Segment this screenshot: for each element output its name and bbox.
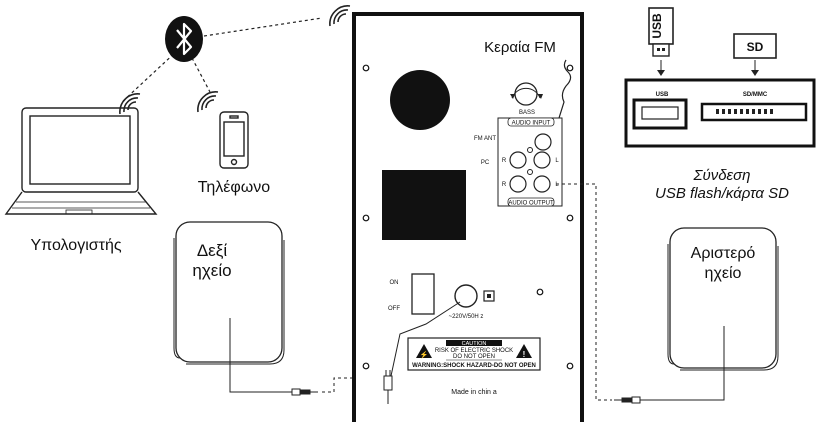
left-speaker-label-2: ηχείο — [705, 265, 742, 282]
right-speaker-label-2: ηχείο — [192, 261, 231, 280]
output-r-jack[interactable] — [509, 175, 527, 193]
on-label: ON — [390, 280, 399, 286]
left-speaker-cable — [556, 183, 725, 404]
input-l-label: L — [555, 158, 559, 164]
svg-text:!: ! — [523, 350, 526, 359]
usb-stick-label: USB — [650, 13, 664, 39]
phone-label: Τηλέφωνο — [198, 179, 271, 196]
fm-ant-jack[interactable] — [534, 133, 552, 151]
sd-card-label: SD — [747, 40, 764, 54]
pc-label: PC — [481, 160, 490, 166]
io-plate — [497, 117, 563, 207]
left-speaker: Αριστερό ηχείο — [667, 227, 779, 371]
audio-output-label: AUDIO OUTPUT — [508, 201, 554, 207]
computer-label: Υπολογιστής — [30, 237, 121, 254]
vent-opening — [382, 170, 466, 240]
caution-line-2: DO NOT OPEN — [453, 354, 495, 360]
laptop-icon — [4, 107, 158, 215]
caution-warning: WARNING:SHOCK HAZARD-DO NOT OPEN — [412, 363, 536, 369]
wireless-links — [121, 17, 323, 103]
fm-antenna-label: Κεραία FM — [484, 39, 556, 56]
output-l-jack[interactable] — [533, 175, 551, 193]
input-r-label: R — [502, 158, 507, 164]
output-l-label: L — [555, 182, 559, 188]
caution-title: CAUTION — [462, 341, 487, 347]
bluetooth-icon — [165, 16, 203, 62]
signal-arcs — [119, 5, 351, 115]
amplifier-back-panel: Κεραία FM BASS AUDIO INPUT FM ANT PC R L… — [352, 12, 584, 422]
audio-input-label: AUDIO INPUT — [512, 121, 551, 127]
fm-ant-label: FM ANT — [474, 136, 496, 142]
bass-knob[interactable] — [510, 82, 543, 106]
fm-antenna-wire — [553, 59, 572, 135]
usb-sd-module: USB SD USB SD/MMC — [624, 7, 816, 148]
power-rating-label: ~220V/50H z — [449, 314, 484, 320]
off-label: OFF — [388, 306, 400, 312]
made-in-label: Made in chin a — [451, 389, 497, 396]
svg-text:⚡: ⚡ — [420, 350, 429, 359]
usb-sd-caption-2: USB flash/κάρτα SD — [655, 185, 789, 202]
smartphone-icon — [219, 111, 249, 169]
warning-triangle-icon — [516, 344, 532, 358]
sd-port-label: SD/MMC — [743, 92, 768, 98]
input-r-jack[interactable] — [509, 151, 527, 169]
power-cord — [387, 301, 461, 404]
usb-sd-caption-1: Σύνδεση — [692, 167, 750, 184]
usb-port-label: USB — [656, 92, 669, 98]
bass-label: BASS — [519, 110, 535, 116]
warning-triangle-icon — [416, 344, 432, 358]
output-r-label: R — [502, 182, 507, 188]
caution-label: CAUTION RISK OF ELECTRIC SHOCK DO NOT OP… — [407, 337, 541, 371]
power-switch[interactable] — [411, 273, 435, 315]
left-speaker-label-1: Αριστερό — [691, 245, 756, 262]
input-l-jack[interactable] — [533, 151, 551, 169]
right-speaker: Δεξί ηχείο — [173, 221, 285, 365]
power-socket[interactable] — [454, 284, 478, 308]
bass-port — [390, 70, 450, 130]
right-speaker-label-1: Δεξί — [197, 241, 228, 260]
caution-line-1: RISK OF ELECTRIC SHOCK — [435, 348, 513, 354]
